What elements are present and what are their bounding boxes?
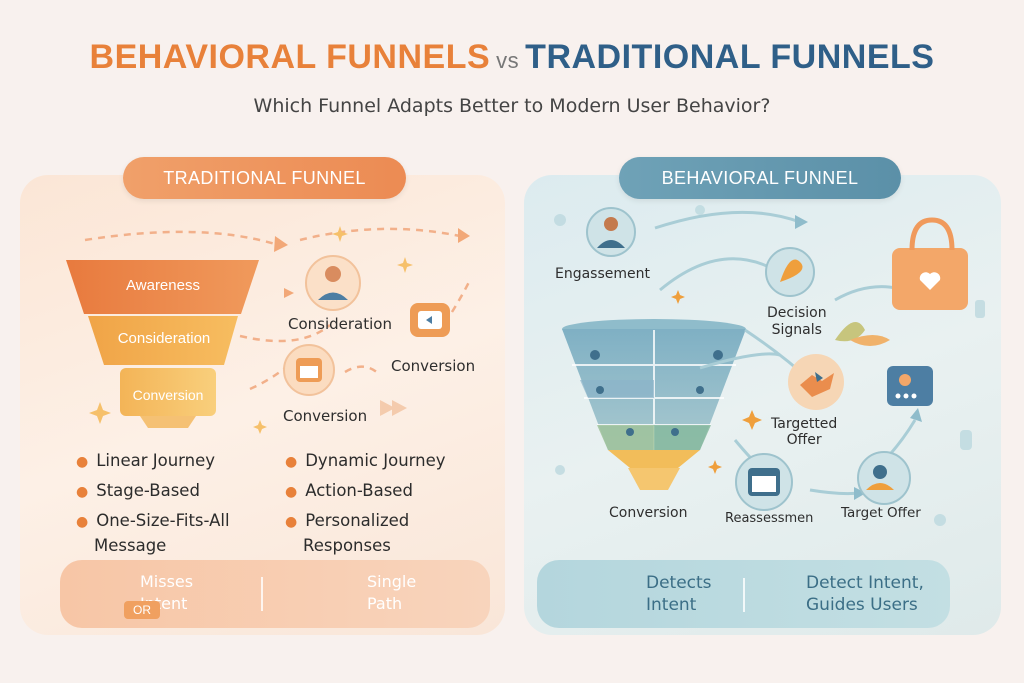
conversion-label-right: Conversion — [391, 357, 476, 375]
single-line1: Single — [367, 572, 417, 591]
or-tag: OR — [124, 601, 160, 619]
bullet-item: ●Action-Based — [285, 481, 413, 500]
engagement-label: Engassement — [555, 266, 650, 282]
decision-label-line1: Decision — [767, 305, 827, 321]
title-traditional: TRADITIONAL FUNNELS — [525, 38, 935, 76]
title-behavioral: BEHAVIORAL FUNNELS — [89, 38, 491, 76]
bullet-text: Linear Journey — [96, 451, 216, 470]
single-line2: Path — [367, 594, 403, 613]
footer-separator-right — [743, 578, 745, 612]
bullet-list-left: ●Linear Journey ●Stage-Based ●One-Size-F… — [76, 449, 230, 557]
consideration-label: Consideration — [288, 315, 392, 333]
detects-line1: Detects — [646, 573, 712, 593]
detects-intent-text: Detects Intent — [646, 572, 712, 616]
bullet-text: Action-Based — [305, 481, 413, 500]
bullet-text: Responses — [303, 536, 391, 555]
bullet-text: Stage-Based — [96, 481, 200, 500]
title-vs: vs — [496, 48, 520, 73]
footer-separator-left — [261, 577, 263, 611]
bullet-item: ●Personalized — [285, 511, 410, 530]
reassessment-label: Reassessmen — [725, 511, 814, 526]
bullet-text: Dynamic Journey — [305, 451, 446, 470]
detects-line2: Intent — [646, 595, 697, 615]
targeted-label-line1: Targetted — [771, 416, 838, 432]
bullet-text: Personalized — [305, 511, 410, 530]
bullet-item: ●Dynamic Journey — [285, 451, 446, 470]
guides-line1: Detect Intent, — [806, 573, 924, 593]
bullet-item: ●Linear Journey — [76, 451, 216, 470]
bullet-item: ●One-Size-Fits-All — [76, 511, 230, 530]
misses-line1: Misses — [140, 572, 194, 591]
behavioral-funnel-header: BEHAVIORAL FUNNEL — [619, 157, 901, 199]
bullet-list-right: ●Dynamic Journey ●Action-Based ●Personal… — [285, 449, 446, 557]
decision-signals-label: Decision Signals — [767, 305, 827, 339]
single-path-text: Single Path — [367, 571, 416, 615]
targeted-offer-label: Targetted Offer — [771, 416, 837, 448]
conversion-label-lower: Conversion — [283, 407, 368, 425]
bullet-item-cont: Responses — [285, 534, 446, 557]
target-offer-label: Target Offer — [841, 505, 921, 521]
funnel-stage-conversion: Conversion — [132, 387, 204, 403]
decision-label-line2: Signals — [771, 322, 822, 338]
targeted-label-line2: Offer — [786, 432, 822, 448]
detect-intent-guides-text: Detect Intent, Guides Users — [806, 572, 924, 616]
funnel-stage-awareness: Awareness — [126, 277, 200, 294]
bullet-text: Message — [94, 536, 167, 555]
funnel-stage-consideration: Consideration — [117, 330, 211, 347]
bullet-item: ●Stage-Based — [76, 481, 200, 500]
page-subtitle: Which Funnel Adapts Better to Modern Use… — [253, 95, 771, 117]
traditional-funnel-header: TRADITIONAL FUNNEL — [123, 157, 406, 199]
bullet-item-cont: Message — [76, 534, 230, 557]
conversion-label-behavioral: Conversion — [609, 505, 688, 521]
bullet-text: One-Size-Fits-All — [96, 511, 230, 530]
guides-line2: Guides Users — [806, 595, 918, 615]
